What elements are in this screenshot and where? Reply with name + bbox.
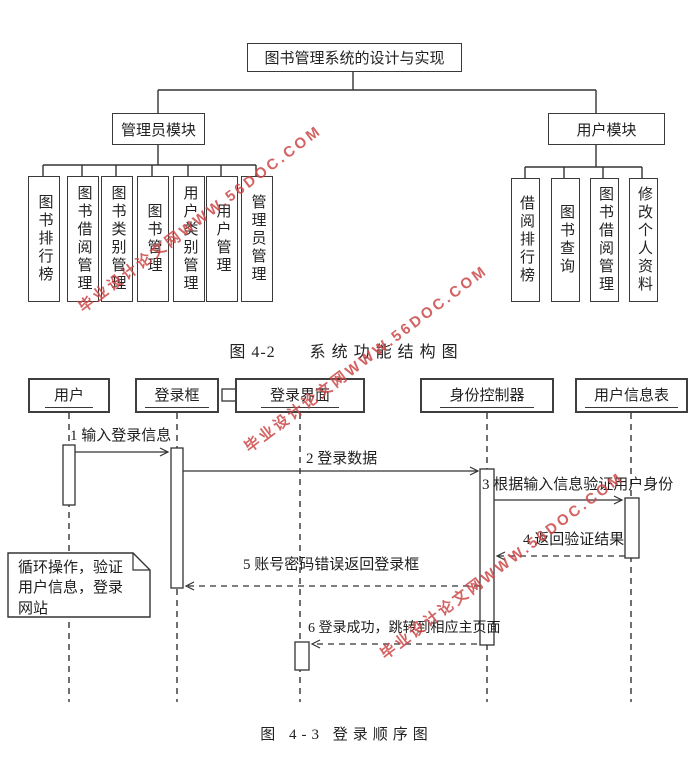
admin-module-node: 管理员模块 <box>112 113 205 145</box>
lifeline-login-box: 登录框 <box>135 378 219 413</box>
node-label: 借阅排行榜 <box>518 195 534 285</box>
node-book-mgmt: 图书管理 <box>137 176 169 302</box>
admin-module-label: 管理员模块 <box>120 122 196 139</box>
node-book-search: 图书查询 <box>551 178 580 302</box>
node-label: 图书查询 <box>558 204 574 276</box>
message-4-label: 4 返回验证结果 <box>523 532 625 548</box>
lifeline-identity-controller-label: 身份控制器 <box>440 384 534 408</box>
lifeline-login-ui: 登录界面 <box>235 378 365 413</box>
node-label: 图书类别管理 <box>109 185 126 293</box>
node-label: 管理员管理 <box>249 194 266 284</box>
message-1-label: 1 输入登录信息 <box>70 428 172 444</box>
root-node-label: 图书管理系统的设计与实现 <box>264 51 445 67</box>
figure-4-2-caption: 图 4-2 系统功能结构图 <box>0 338 693 362</box>
node-label: 图书借阅管理 <box>75 185 92 293</box>
node-book-ranking: 图书排行榜 <box>28 176 60 302</box>
node-book-borrow-mgmt: 图书借阅管理 <box>67 176 99 302</box>
node-label: 图书借阅管理 <box>597 186 613 294</box>
node-user-category-mgmt: 用户类别管理 <box>173 176 205 302</box>
message-5-label: 5 账号密码错误返回登录框 <box>243 557 420 573</box>
lifeline-user: 用户 <box>28 378 110 413</box>
lifeline-user-info-table-label: 用户信息表 <box>584 384 678 408</box>
note-shape <box>7 552 151 618</box>
message-2-label: 2 登录数据 <box>306 451 378 467</box>
lifeline-login-box-label: 登录框 <box>145 384 209 408</box>
user-module-label: 用户模块 <box>576 122 637 139</box>
node-admin-mgmt: 管理员管理 <box>241 176 273 302</box>
node-book-category-mgmt: 图书类别管理 <box>101 176 133 302</box>
node-user-book-borrow-mgmt: 图书借阅管理 <box>590 178 619 302</box>
lifeline-user-info-table: 用户信息表 <box>575 378 688 413</box>
message-arrows <box>75 447 625 649</box>
node-edit-profile: 修改个人资料 <box>629 178 658 302</box>
figure-4-3-caption: 图 4-3 登录顺序图 <box>260 727 433 743</box>
node-user-mgmt: 用户管理 <box>206 176 238 302</box>
activation-bars <box>62 388 640 671</box>
loop-note: 循环操作，验证用户信息，登录网站 <box>18 560 124 617</box>
message-3-label: 3 根据输入信息验证用户身份 <box>482 477 674 493</box>
figure-4-2-title: 系统功能结构图 <box>309 344 464 361</box>
user-module-node: 用户模块 <box>548 113 665 145</box>
node-label: 修改个人资料 <box>636 186 652 294</box>
lifeline-login-ui-label: 登录界面 <box>260 384 339 408</box>
message-6-label: 6 登录成功，跳转到相应主页面 <box>308 621 501 636</box>
tree-connectors <box>42 70 643 180</box>
lifeline-user-label: 用户 <box>44 384 93 408</box>
node-label: 图书排行榜 <box>36 194 53 284</box>
node-borrow-ranking: 借阅排行榜 <box>511 178 540 302</box>
lifeline-identity-controller: 身份控制器 <box>420 378 554 413</box>
node-label: 用户类别管理 <box>181 185 198 293</box>
figure-4-2-number: 图 4-2 <box>229 344 276 361</box>
root-node: 图书管理系统的设计与实现 <box>247 43 462 72</box>
node-label: 图书管理 <box>145 203 162 275</box>
node-label: 用户管理 <box>214 203 231 275</box>
